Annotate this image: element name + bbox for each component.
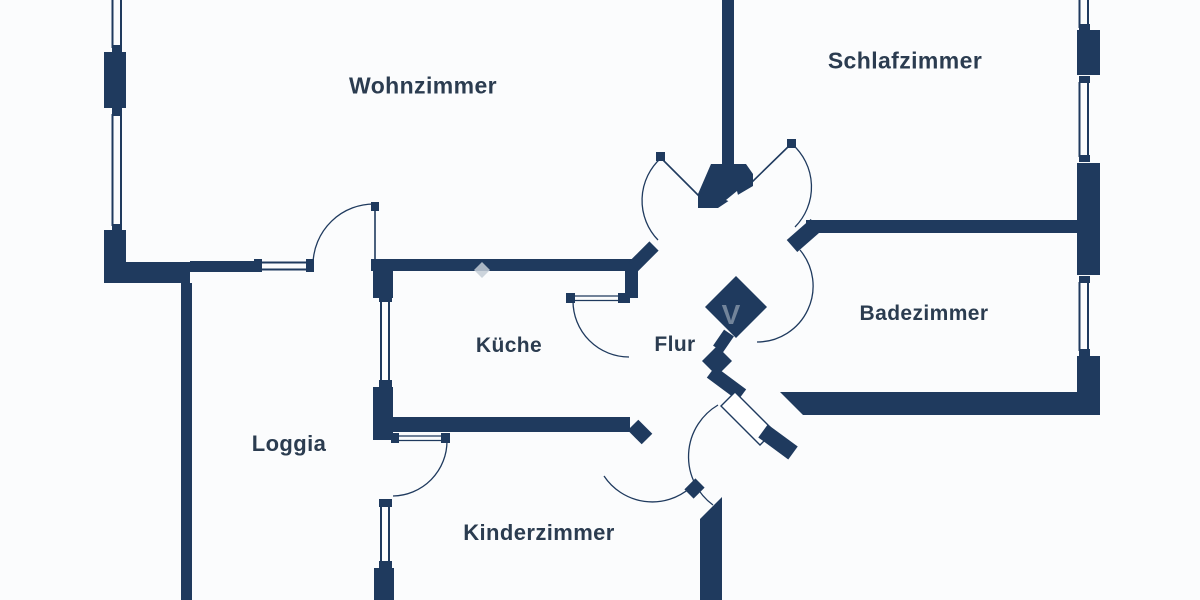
window-stop [1079,24,1090,31]
window-stop [379,499,392,507]
window-stop [1079,349,1090,356]
wall [374,568,394,600]
kueche-walls [373,260,653,497]
door-arc [572,300,630,358]
room-label-badezimmer: Badezimmer [859,302,989,325]
wall [190,261,258,272]
entrance-door-arc [687,404,719,506]
room-label-flur: Flur [654,333,696,356]
door-leaf [660,157,701,198]
window-stop [379,294,392,302]
wall-diagonal [758,424,798,460]
wall [393,417,630,432]
wall-pier [373,260,393,298]
door-arc [312,203,376,265]
window-stop [1079,76,1090,83]
door-stop [391,433,399,443]
wall [722,0,734,170]
pillar-diamond [705,276,767,338]
flur-top-doors [641,0,813,241]
wall-pier [1077,163,1100,275]
door-stop [787,139,796,148]
window-stop [379,561,392,569]
door-stop [566,293,575,303]
wall [713,329,734,353]
room-label-wohnzimmer: Wohnzimmer [349,72,497,99]
wall [371,259,637,271]
loggia-walls [181,283,394,600]
wall-jamb [628,241,659,272]
door-stop [618,293,630,303]
window-stop [112,108,122,116]
wall-chevron [698,164,753,208]
wall-pier [1077,30,1100,75]
window-stop [1079,155,1090,162]
room-label-schlafzimmer: Schlafzimmer [827,47,983,74]
exterior-wall-right [1077,0,1100,415]
door-arc [791,143,813,228]
wall [104,262,190,283]
window-stop [1079,276,1090,283]
window-stop [112,224,122,232]
wall [780,392,1100,415]
flur-zigzag-entrance: V [687,276,798,506]
wall [700,497,722,600]
watermark-diamond [474,262,490,278]
kinderzimmer-east [603,475,722,600]
room-label-loggia: Loggia [251,431,327,456]
window-stop [254,259,262,272]
wall-diagonal [706,366,747,401]
door-stop [441,433,450,443]
window-stop [112,45,122,53]
wall-jamb [627,419,653,445]
entrance-door-leaf [720,391,775,446]
wall-corner [1077,356,1100,415]
window-stop [379,380,392,388]
wall-notch [726,191,741,207]
wohnzimmer-south-wall [104,202,659,298]
door-arc [603,475,691,503]
door-stop [656,152,665,161]
wall-jamb [684,478,705,499]
wall [373,387,393,440]
door-arc [392,440,448,497]
exterior-wall-left [104,0,126,283]
schlafzimmer-bad-walls [756,218,1100,415]
wall [104,52,126,108]
door-leaf [749,143,792,185]
wall [181,283,192,600]
door-arc [641,157,662,241]
wall [806,220,1078,233]
window-stop [306,259,314,272]
pillar-diamond-small [702,346,732,376]
room-label-kinderzimmer: Kinderzimmer [463,520,615,545]
watermark-glyph: V [722,299,741,330]
door-arc [756,249,814,343]
room-label-kueche: Küche [475,334,543,357]
